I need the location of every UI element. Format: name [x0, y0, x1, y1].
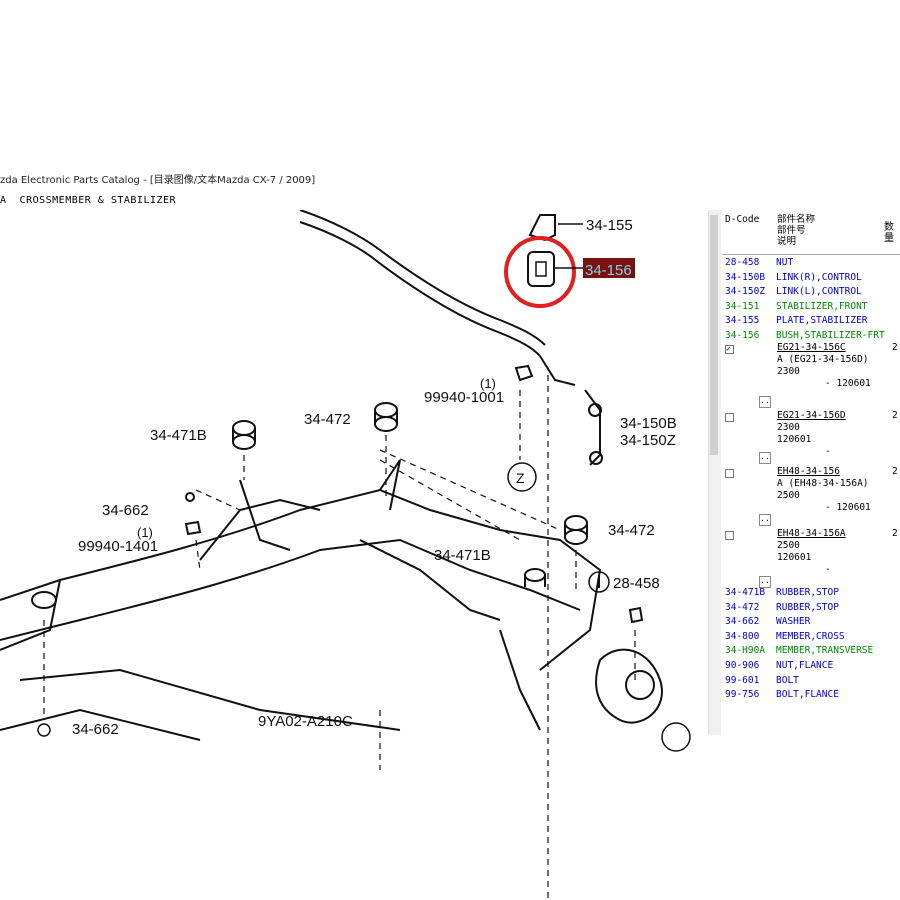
- header-dcode: D-Code: [725, 214, 760, 225]
- variant-checkbox[interactable]: ✓: [725, 345, 734, 354]
- label-34-662-b: 34-662: [72, 721, 119, 738]
- part-name: BOLT,FLANCE: [776, 689, 839, 701]
- variant-detail: A (EH48-34-156A): [777, 478, 869, 489]
- control-link: [584, 389, 601, 466]
- part-code[interactable]: 34-150B: [725, 271, 766, 283]
- stabilizer-bar-inner: [299, 221, 541, 357]
- header-part-name: 部件名称: [777, 214, 816, 225]
- label-34-472-a: 34-472: [304, 411, 351, 428]
- variant-part-number[interactable]: EG21-34-156C: [777, 342, 846, 353]
- stabilizer-bar: [299, 210, 546, 346]
- label-99940-1001: 99940-1001: [424, 389, 504, 406]
- label-34-155: 34-155: [586, 217, 633, 234]
- variant-qty: 2: [892, 342, 898, 353]
- part-name: LINK(L),CONTROL: [776, 286, 862, 298]
- part-code[interactable]: 28-458: [725, 257, 760, 268]
- variant-detail-button[interactable]: ..: [759, 514, 771, 526]
- part-code[interactable]: 34-H90A: [725, 645, 766, 657]
- variant-detail-button[interactable]: ..: [759, 396, 771, 408]
- section-title: A CROSSMEMBER & STABILIZER: [0, 195, 177, 206]
- label-34-662-a: 34-662: [102, 502, 149, 519]
- variant-qty: 2: [892, 528, 898, 539]
- part-name: MEMBER,CROSS: [776, 630, 845, 642]
- highlight-circle: [504, 236, 576, 308]
- part-name: STABILIZER,FRONT: [776, 300, 868, 312]
- knuckle: [595, 648, 663, 724]
- part-code[interactable]: 99-601: [725, 674, 760, 686]
- part-code[interactable]: 34-156: [725, 330, 760, 341]
- parts-list-panel: D-Code 部件名称 部件号 说明 数量 28-458 NUT 34-150B LI…: [722, 210, 900, 900]
- part-code[interactable]: 34-662: [725, 616, 760, 628]
- label-99940-1401: 99940-1401: [78, 538, 158, 555]
- part-name: MEMBER,TRANSVERSE: [776, 645, 874, 657]
- variant-part-number[interactable]: EG21-34-156D: [777, 410, 846, 421]
- header-part-number: 部件号: [777, 225, 806, 236]
- part-name: RUBBER,STOP: [776, 587, 839, 598]
- part-code[interactable]: 34-151: [725, 300, 760, 312]
- label-99940-1401-qty: (1): [137, 525, 153, 540]
- part-code[interactable]: 90-906: [725, 660, 760, 671]
- variant-detail-button[interactable]: ..: [759, 576, 771, 588]
- header-description: 说明: [777, 236, 797, 247]
- part-name: WASHER: [776, 616, 811, 628]
- part-code[interactable]: 34-155: [725, 315, 760, 327]
- crossmember: [0, 488, 602, 671]
- part-name: BUSH,STABILIZER-FRT: [776, 330, 885, 341]
- variant-detail: - 120601: [825, 502, 871, 513]
- label-9ya02-a210c: 9YA02-A210C: [258, 713, 353, 730]
- label-99940-1001-qty: (1): [480, 376, 496, 391]
- part-code[interactable]: 34-800: [725, 630, 760, 642]
- variant-detail: 120601: [777, 552, 812, 563]
- part-name: NUT: [776, 257, 794, 268]
- variant-detail: -: [825, 564, 831, 575]
- part-name: RUBBER,STOP: [776, 601, 839, 613]
- z-marker: Z: [516, 470, 525, 486]
- parts-list-header: D-Code 部件名称 部件号 说明 数量: [722, 210, 900, 255]
- variant-detail: - 120601: [825, 378, 871, 389]
- header-qty: 数量: [884, 222, 894, 244]
- variant-part-number[interactable]: EH48-34-156A: [777, 528, 846, 539]
- variant-detail: 120601: [777, 434, 812, 445]
- part-code[interactable]: 34-472: [725, 601, 760, 613]
- variant-detail: -: [825, 446, 831, 457]
- window-title: zda Electronic Parts Catalog - [目录图像/文本M…: [0, 175, 316, 186]
- variant-detail: A (EG21-34-156D): [777, 354, 869, 365]
- part-name: BOLT: [776, 674, 799, 686]
- parts-diagram[interactable]: 34-155 34-156 (1) 99940-1001 34-472 34-4…: [0, 210, 720, 900]
- part-code[interactable]: 34-150Z: [725, 286, 766, 298]
- variant-detail: 2500: [777, 540, 800, 551]
- label-34-156: 34-156: [585, 262, 632, 279]
- variant-checkbox[interactable]: [725, 413, 734, 422]
- variant-checkbox[interactable]: [725, 469, 734, 478]
- variant-checkbox[interactable]: [725, 531, 734, 540]
- label-34-471b-b: 34-471B: [434, 547, 491, 564]
- part-name: LINK(R),CONTROL: [776, 271, 862, 283]
- label-34-150b: 34-150B: [620, 415, 677, 432]
- variant-qty: 2: [892, 410, 898, 421]
- part-code[interactable]: 99-756: [725, 689, 760, 701]
- label-28-458: 28-458: [613, 575, 660, 592]
- label-34-471b-a: 34-471B: [150, 427, 207, 444]
- variant-part-number[interactable]: EH48-34-156: [777, 466, 840, 477]
- variant-detail-button[interactable]: ..: [759, 452, 771, 464]
- diagram-scroll-thumb[interactable]: [710, 215, 718, 455]
- part-name: NUT,FLANCE: [776, 660, 834, 671]
- variant-detail: 2300: [777, 366, 800, 377]
- variant-detail: 2300: [777, 422, 800, 433]
- variant-detail: 2500: [777, 490, 800, 501]
- label-34-150z: 34-150Z: [620, 432, 676, 449]
- part-code[interactable]: 34-471B: [725, 587, 766, 598]
- variant-qty: 2: [892, 466, 898, 477]
- part-name: PLATE,STABILIZER: [776, 315, 868, 327]
- label-34-472-b: 34-472: [608, 522, 655, 539]
